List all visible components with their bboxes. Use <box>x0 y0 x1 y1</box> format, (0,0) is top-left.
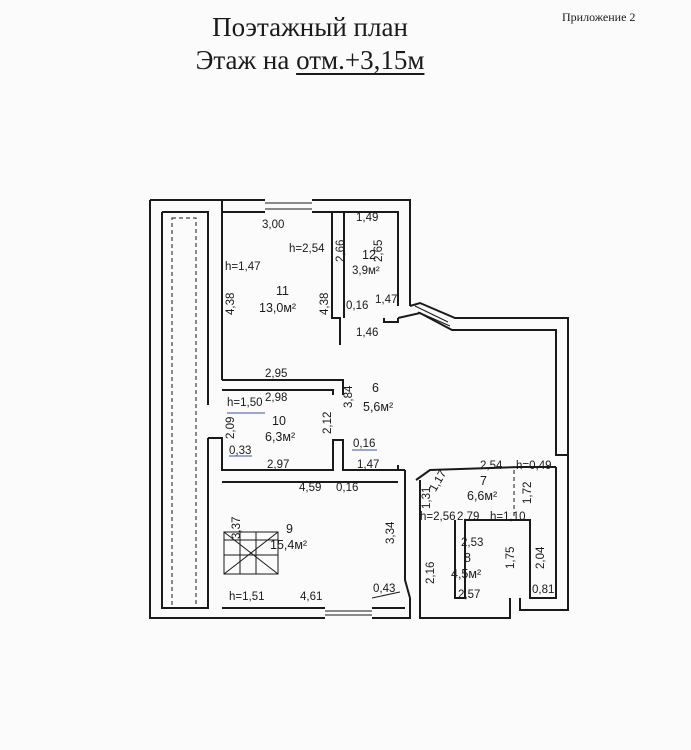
dim-0-43: 0,43 <box>373 583 395 595</box>
dim-4-38-left: 4,38 <box>225 293 237 315</box>
room-12-area: 3,9м² <box>352 265 380 277</box>
dim-3-37: 3,37 <box>231 517 243 539</box>
outer-walls <box>149 199 569 619</box>
dim-3-34: 3,34 <box>385 521 397 544</box>
room-8-number: 8 <box>464 551 471 565</box>
dim-2-04: 2,04 <box>535 546 547 569</box>
dim-1-75: 1,75 <box>505 547 517 569</box>
room-7-number: 7 <box>480 474 487 488</box>
dim-2-54: 2,54 <box>480 460 503 472</box>
plan-title: Поэтажный план <box>212 12 408 42</box>
room-8-area: 4,5м² <box>451 567 481 581</box>
dim-3-00: 3,00 <box>262 219 284 231</box>
dim-2-65: 2,65 <box>373 240 385 262</box>
height-1-50: h=1,50 <box>227 397 263 409</box>
floor-level-title: Этаж на отм.+3,15м <box>0 47 620 74</box>
dim-2-97: 2,97 <box>267 459 289 471</box>
room-9-number: 9 <box>286 522 293 536</box>
dim-2-16: 2,16 <box>425 562 437 584</box>
dim-2-98: 2,98 <box>265 392 287 404</box>
dim-1-47-mid: 1,47 <box>357 459 379 471</box>
dim-2-12: 2,12 <box>322 412 334 434</box>
dim-1-31: 1,31 <box>421 487 433 509</box>
height-1-47: h=1,47 <box>225 261 261 273</box>
room-10-number: 10 <box>272 414 286 428</box>
dim-0-16-top: 0,16 <box>346 300 368 312</box>
dim-2-57: 2,57 <box>458 589 480 601</box>
dim-2-79: 2,79 <box>457 511 479 523</box>
dim-2-66: 2,66 <box>335 240 347 262</box>
height-1-51: h=1,51 <box>229 591 265 603</box>
room-12-number: 12 <box>362 248 376 262</box>
appendix-label: Приложение 2 <box>562 10 636 24</box>
room-11-number: 11 <box>276 284 289 298</box>
height-2-54: h=2,54 <box>289 243 325 255</box>
room-6-area: 5,6м² <box>363 400 393 414</box>
dim-1-46: 1,46 <box>356 327 378 339</box>
dim-3-84: 3,84 <box>343 385 355 408</box>
room-9-area: 15,4м² <box>270 538 307 552</box>
floor-level-prefix: Этаж на <box>195 45 297 75</box>
room-10-area: 6,3м² <box>265 430 295 444</box>
dim-1-72: 1,72 <box>522 482 534 504</box>
height-2-56: h=2,56 <box>420 511 456 523</box>
dim-2-53: 2,53 <box>461 537 483 549</box>
height-0-49: h=0,49 <box>516 460 552 472</box>
dim-0-16-bottom: 0,16 <box>336 482 358 494</box>
floor-level-mark: отм.+3,15м <box>296 45 425 75</box>
dim-4-61: 4,61 <box>300 591 322 603</box>
dim-4-38-right: 4,38 <box>319 293 331 315</box>
room-11-area: 13,0м² <box>259 301 296 315</box>
dim-2-09: 2,09 <box>225 417 237 439</box>
height-1-10: h=1,10 <box>490 511 526 523</box>
dim-0-33: 0,33 <box>229 445 251 457</box>
dim-0-81: 0,81 <box>532 584 554 596</box>
dim-0-16-mid: 0,16 <box>353 438 375 450</box>
interior-walls <box>208 212 515 575</box>
room-7-area: 6,6м² <box>467 489 497 503</box>
dim-1-49: 1,49 <box>356 212 378 224</box>
annotation-underlines <box>227 412 377 457</box>
dim-4-59: 4,59 <box>299 482 321 494</box>
dim-2-95: 2,95 <box>265 368 287 380</box>
room-6-number: 6 <box>372 381 379 395</box>
dim-1-47-top: 1,47 <box>375 294 397 306</box>
